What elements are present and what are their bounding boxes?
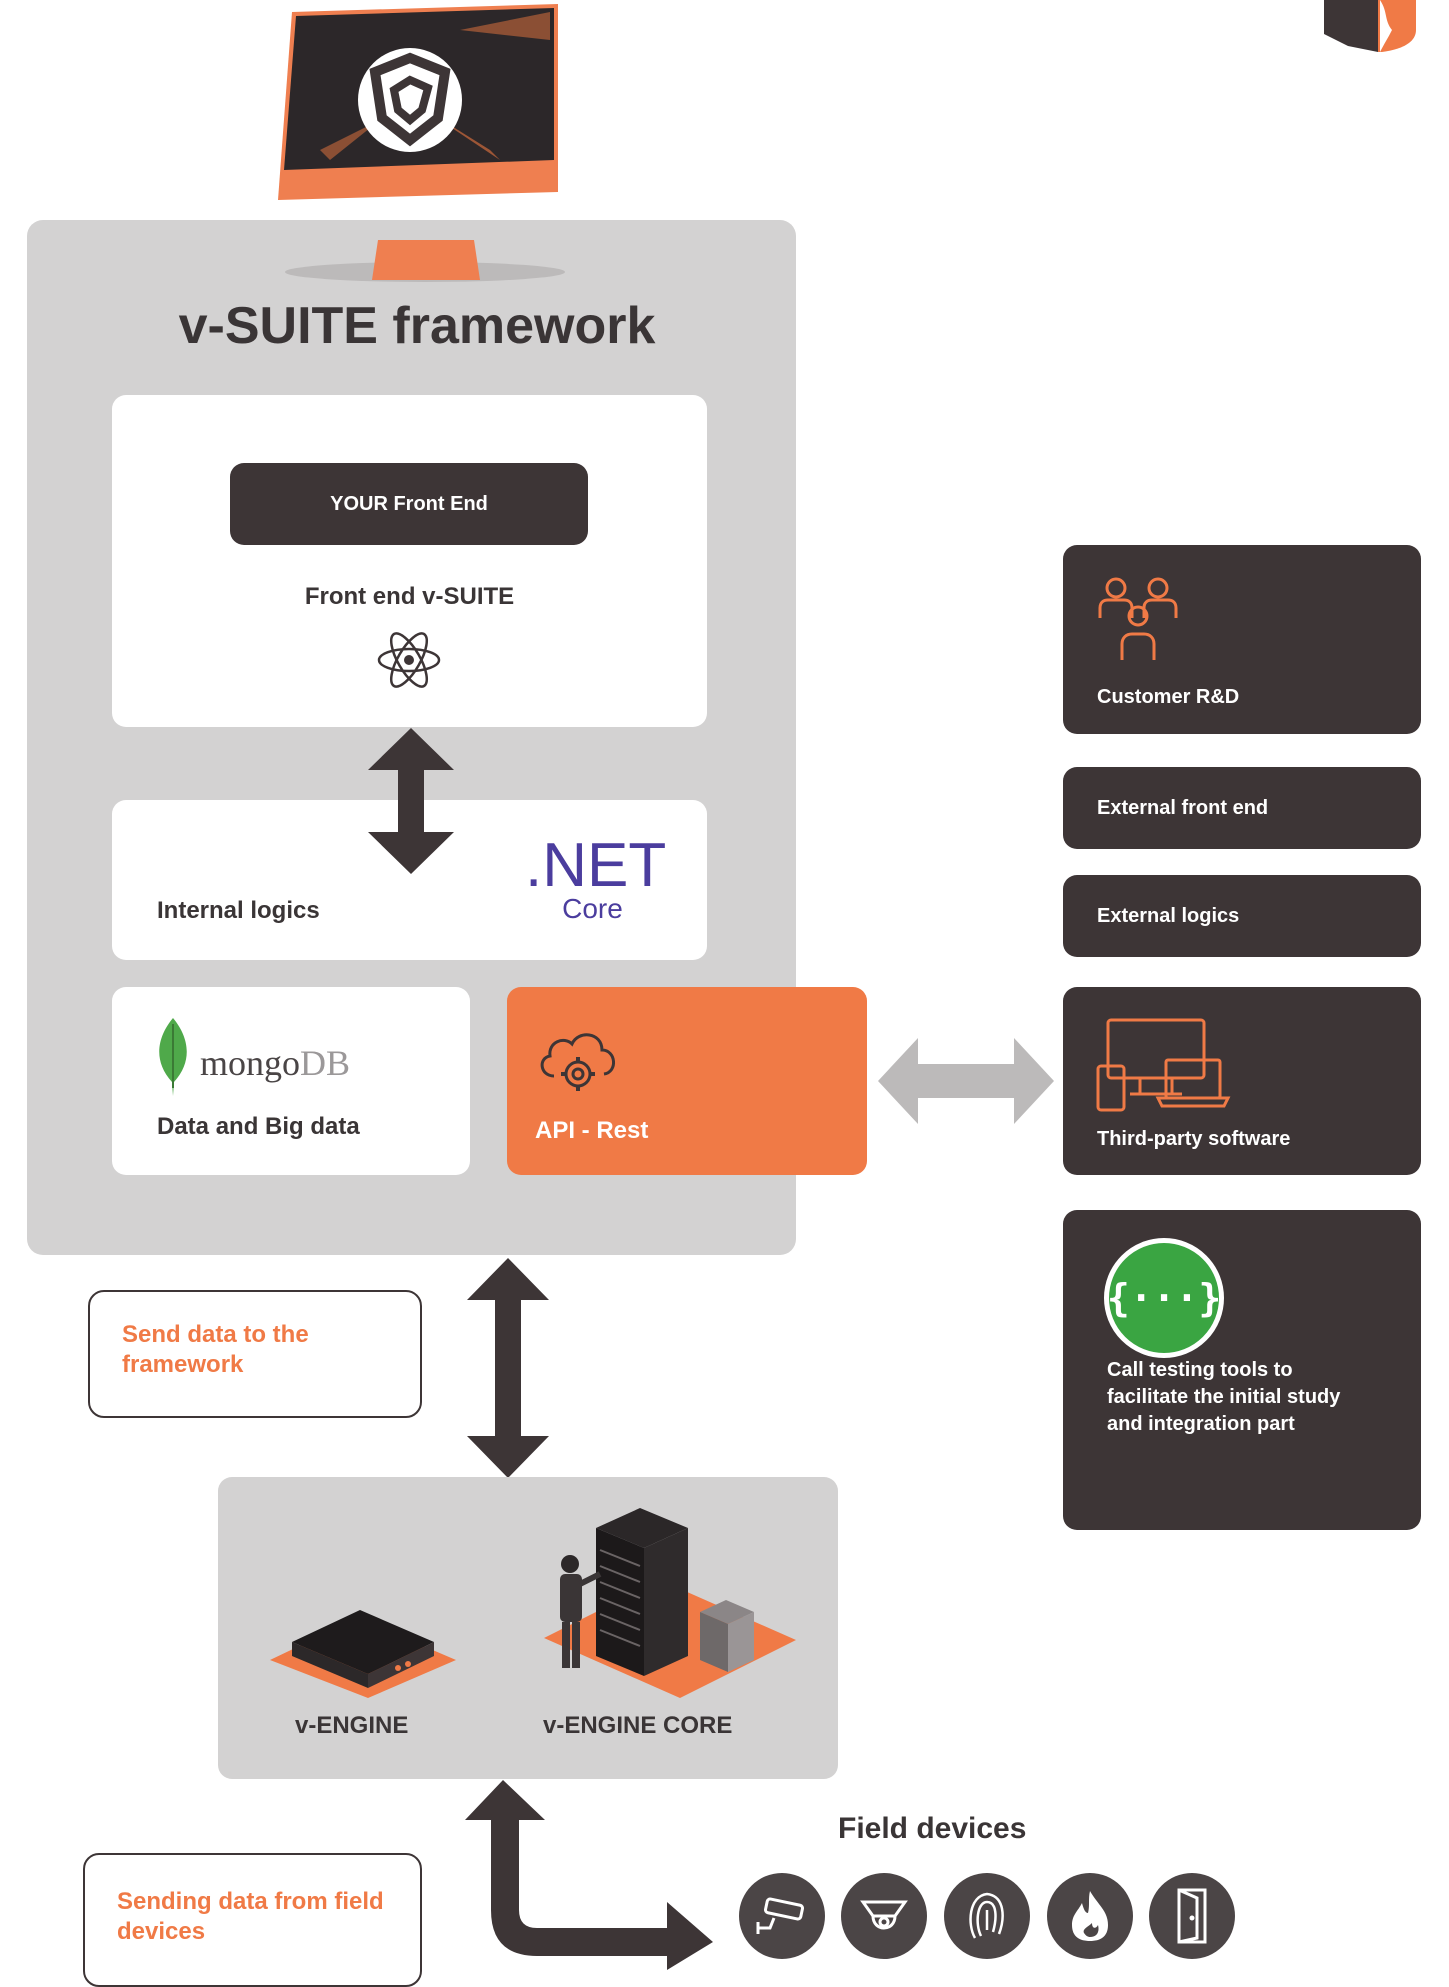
api-rest-label: API - Rest <box>535 1117 649 1144</box>
v-engine-core-label: v-ENGINE CORE <box>543 1712 733 1739</box>
monitor-illustration <box>278 4 565 282</box>
dome-camera-icon <box>841 1873 927 1959</box>
brand-logo <box>1324 0 1416 52</box>
door-icon <box>1149 1873 1235 1959</box>
l-arrow-field-devices <box>465 1780 713 1970</box>
swagger-glyph: {···} <box>1106 1276 1222 1320</box>
external-front-end-label: External front end <box>1097 796 1269 819</box>
third-party-label: Third-party software <box>1097 1128 1291 1150</box>
send-data-note: Send data to the framework <box>88 1290 422 1418</box>
external-front-end-card: External front end <box>1063 767 1421 849</box>
fire-icon <box>1047 1873 1133 1959</box>
internal-logics-label: Internal logics <box>157 897 320 924</box>
v-engine-label: v-ENGINE <box>295 1712 409 1739</box>
swagger-icon: {···} <box>1104 1238 1224 1358</box>
customer-rd-label: Customer R&D <box>1097 686 1240 708</box>
mongodb-wordmark-b: DB <box>300 1043 351 1083</box>
net-wordmark: .NET <box>525 831 667 900</box>
field-devices-title: Field devices <box>838 1812 1027 1845</box>
mongodb-wordmark: mongoDB <box>200 1042 350 1084</box>
devices-icon <box>1096 1018 1231 1112</box>
external-logics-label: External logics <box>1097 904 1240 927</box>
mongodb-wordmark-a: mongo <box>200 1043 301 1083</box>
mongodb-leaf-icon <box>159 1018 187 1096</box>
net-core-wordmark: Core <box>562 893 623 924</box>
send-data-text: Send data to the framework <box>122 1321 309 1378</box>
framework-title: v-SUITE framework <box>178 297 656 355</box>
fingerprint-icon <box>944 1873 1030 1959</box>
double-arrow-vertical-middle <box>467 1258 549 1478</box>
external-logics-card: External logics <box>1063 875 1421 957</box>
cloud-gear-icon <box>540 1033 615 1091</box>
front-end-label: Front end v-SUITE <box>304 583 515 610</box>
double-arrow-horizontal <box>878 1038 1054 1124</box>
net-core-logo: .NET Core <box>525 831 667 924</box>
data-big-data-label: Data and Big data <box>157 1113 360 1140</box>
team-icon <box>1098 577 1178 660</box>
your-front-end-label: YOUR Front End <box>330 492 488 515</box>
v-engine-illustration <box>270 1610 456 1698</box>
double-arrow-vertical-top <box>368 728 454 874</box>
your-front-end-button[interactable]: YOUR Front End <box>230 463 588 545</box>
sending-field-note: Sending data from field devices <box>83 1853 422 1987</box>
react-icon <box>377 632 441 688</box>
camera-icon <box>739 1873 825 1959</box>
testing-tools-label: Call testing tools to facilitate the ini… <box>1107 1359 1341 1435</box>
sending-field-text: Sending data from field devices <box>117 1888 384 1945</box>
v-engine-core-illustration <box>544 1508 796 1698</box>
